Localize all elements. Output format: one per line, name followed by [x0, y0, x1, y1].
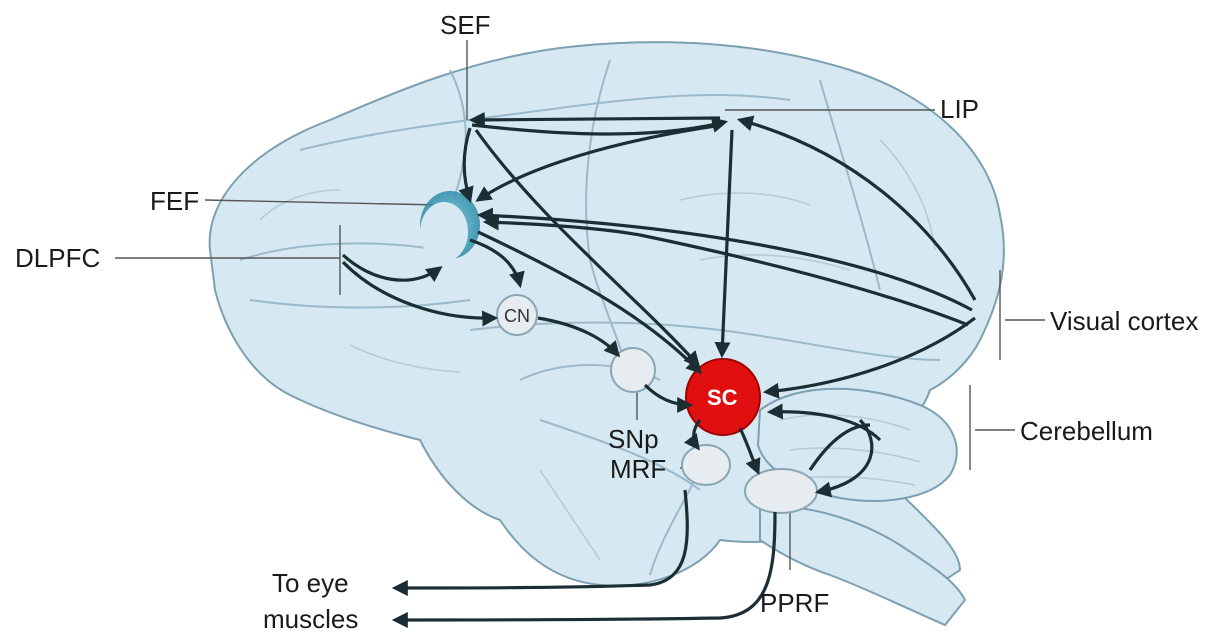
- pprf-node: [745, 469, 817, 513]
- visual-cortex-label: Visual cortex: [1050, 306, 1198, 336]
- to-eye-label-line2: muscles: [263, 604, 358, 634]
- to-eye-label-line1: To eye: [272, 568, 349, 598]
- dlpfc-label: DLPFC: [15, 243, 100, 273]
- brain-outline: [210, 42, 1004, 625]
- mrf-label: MRF: [610, 454, 666, 484]
- pprf-label: PPRF: [760, 588, 829, 618]
- sef-label: SEF: [440, 10, 491, 40]
- sc-label: SC: [707, 385, 738, 410]
- snp-label: SNp: [608, 424, 659, 454]
- lip-label: LIP: [940, 94, 979, 124]
- mrf-node: [682, 445, 730, 485]
- cerebellum-label: Cerebellum: [1020, 416, 1153, 446]
- cn-label: CN: [504, 306, 530, 326]
- fef-label: FEF: [150, 186, 199, 216]
